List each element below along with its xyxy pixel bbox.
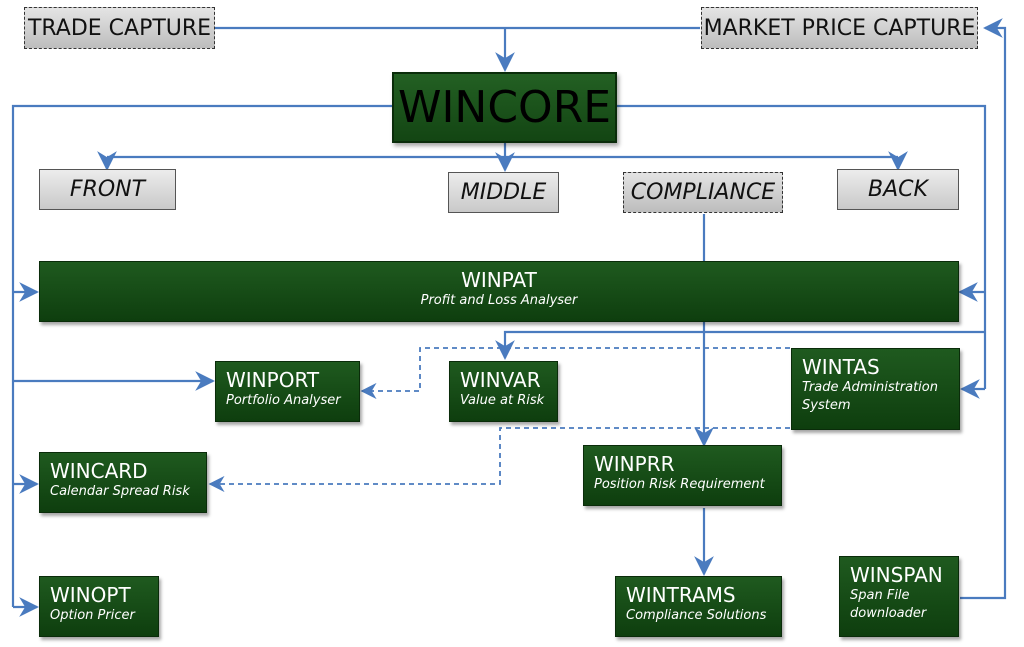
winpat-title: WINPAT — [461, 268, 537, 292]
edge-winspan-to-market — [960, 18, 1007, 600]
wincard-title: WINCARD — [50, 459, 148, 483]
winport-subtitle: Portfolio Analyser — [226, 393, 341, 408]
middle-box: MIDDLE — [448, 172, 559, 213]
wintas-box: WINTAS Trade Administration System — [791, 348, 960, 430]
wintrams-title: WINTRAMS — [626, 583, 736, 607]
compliance-box: COMPLIANCE — [623, 172, 783, 213]
winprr-title: WINPRR — [594, 452, 675, 476]
edge-to-winvar — [495, 330, 985, 360]
back-box: BACK — [837, 169, 959, 210]
edge-dashed-to-wincard — [208, 427, 790, 493]
winspan-subtitle-line1: Span File — [850, 588, 910, 603]
winspan-title: WINSPAN — [850, 563, 943, 587]
wintrams-subtitle: Compliance Solutions — [626, 608, 767, 623]
winvar-title: WINVAR — [460, 368, 541, 392]
wincore-box: WINCORE — [392, 72, 617, 143]
winvar-box: WINVAR Value at Risk — [449, 361, 558, 422]
winport-box: WINPORT Portfolio Analyser — [215, 361, 360, 422]
wincard-box: WINCARD Calendar Spread Risk — [39, 452, 207, 513]
winopt-box: WINOPT Option Pricer — [39, 576, 159, 637]
front-box: FRONT — [39, 169, 176, 210]
wincard-subtitle: Calendar Spread Risk — [50, 484, 190, 499]
winspan-box: WINSPAN Span File downloader — [839, 556, 959, 637]
winopt-title: WINOPT — [50, 583, 131, 607]
wintas-title: WINTAS — [802, 355, 880, 379]
winpat-box: WINPAT Profit and Loss Analyser — [39, 261, 959, 322]
market-price-capture-box: MARKET PRICE CAPTURE — [701, 7, 978, 49]
trade-capture-box: TRADE CAPTURE — [24, 7, 215, 49]
wintas-subtitle-line2: System — [802, 398, 851, 413]
wintas-subtitle-line1: Trade Administration — [802, 380, 938, 395]
wintrams-box: WINTRAMS Compliance Solutions — [615, 576, 782, 637]
winopt-subtitle: Option Pricer — [50, 608, 135, 623]
edge-left-bus — [11, 104, 392, 607]
winprr-subtitle: Position Risk Requirement — [594, 477, 765, 492]
winvar-subtitle: Value at Risk — [460, 393, 545, 408]
edge-dashed-to-winport — [360, 347, 790, 400]
winprr-box: WINPRR Position Risk Requirement — [583, 445, 782, 506]
winport-title: WINPORT — [226, 368, 320, 392]
edge-right-bus — [617, 104, 987, 389]
winspan-subtitle-line2: downloader — [850, 606, 927, 621]
winpat-subtitle: Profit and Loss Analyser — [420, 293, 578, 308]
